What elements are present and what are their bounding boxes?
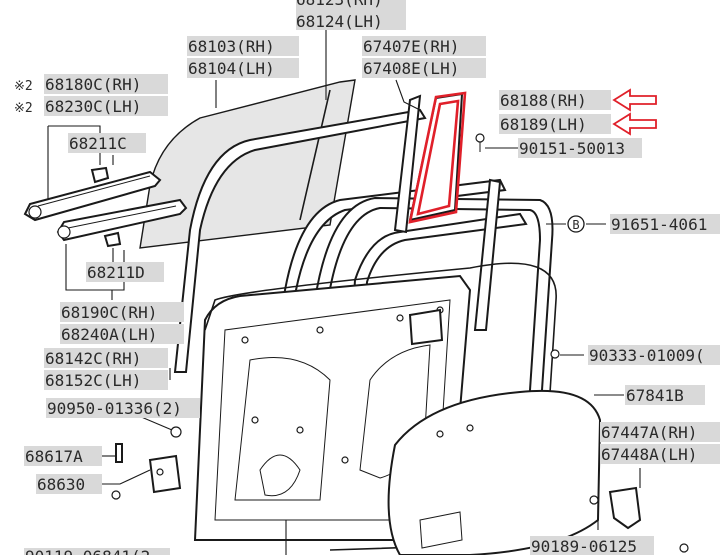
- reference-circle-b: [567, 215, 585, 233]
- label-68180c: 68180C(RH): [45, 75, 141, 94]
- clip-68211c: [90, 166, 110, 184]
- label-68630: 68630: [37, 475, 85, 494]
- label-68240a: 68240A(LH): [61, 325, 157, 344]
- label-68190c: 68190C(RH): [61, 303, 157, 322]
- label-67448a: 67448A(LH): [601, 445, 697, 464]
- label-68211d: 68211D: [87, 263, 145, 282]
- label-68188: 68188(RH): [500, 91, 587, 110]
- label-90333: 90333-01009(: [589, 346, 705, 365]
- label-67408e: 67408E(LH): [363, 59, 459, 78]
- part-labels: 68123(RH) 68124(LH) 68103(RH) 68104(LH) …: [14, 0, 720, 555]
- label-67447a: 67447A(RH): [601, 423, 697, 442]
- note-mark-1: ※2: [14, 79, 33, 94]
- label-67841b: 67841B: [626, 386, 684, 405]
- label-68123: 68123(RH): [296, 0, 383, 9]
- label-90119: 90119-06841(2: [25, 547, 150, 555]
- arrow-68189: [612, 112, 657, 136]
- clip-68211d: [103, 231, 122, 248]
- label-68189: 68189(LH): [500, 115, 587, 134]
- label-68103: 68103(RH): [188, 37, 275, 56]
- arrow-68188: [612, 88, 657, 112]
- door-drawing: [23, 79, 689, 555]
- label-68617a: 68617A: [25, 447, 83, 466]
- label-67407e: 67407E(RH): [363, 37, 459, 56]
- label-68230c: 68230C(LH): [45, 97, 141, 116]
- label-68124: 68124(LH): [296, 12, 383, 31]
- fasteners: [111, 133, 689, 553]
- note-mark-2: ※2: [14, 101, 33, 116]
- label-68152c: 68152C(LH): [45, 371, 141, 390]
- label-68211c: 68211C: [69, 134, 127, 153]
- highlight-arrows: [612, 88, 657, 136]
- label-90950: 90950-01336(2): [47, 399, 182, 418]
- rear-division-weatherstrip: [408, 91, 467, 224]
- belt-moulding-outer: [23, 170, 188, 242]
- label-90151: 90151-50013: [519, 139, 625, 158]
- label-68104: 68104(LH): [188, 59, 275, 78]
- label-91651: 91651-4061: [611, 215, 707, 234]
- reference-b-letter: B: [572, 218, 579, 232]
- label-68142c: 68142C(RH): [45, 349, 141, 368]
- label-90189: 90189-06125: [531, 537, 637, 555]
